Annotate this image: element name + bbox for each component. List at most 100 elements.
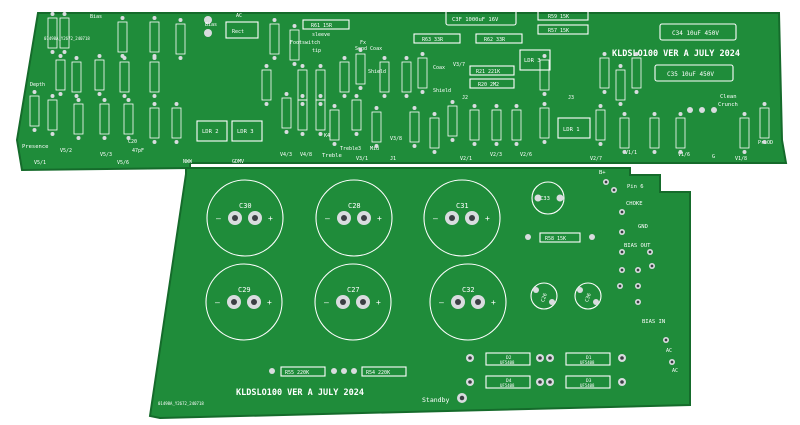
top-label: Rect [232,29,244,35]
top-label: V2/3 [490,152,502,158]
bottom-label: GND [638,224,648,230]
pad-hole [620,230,624,234]
big-cap-c32: C32 –+ [429,263,507,341]
bottom-resistor-r55: R55 220K [269,366,337,377]
resistor-outline [149,107,160,139]
pad [678,112,683,116]
pad [62,12,67,16]
polarity-plus: + [268,214,273,223]
resistor-outline [429,117,440,149]
pad [618,64,623,68]
top-label: V1/1 [625,150,637,156]
resistor-outline [123,103,134,135]
pad [450,100,455,104]
small-cap-c26: C26 [530,282,558,310]
pad [126,136,131,140]
top-label: V3/8 [390,136,402,142]
bottom-label: BIAS OUT [624,243,651,249]
pad [318,94,323,98]
resistor-outline [739,117,750,149]
pad-hole [620,356,624,360]
pad [300,132,305,136]
pad [382,94,387,98]
pad [178,18,183,22]
top-label: V5/2 [60,148,72,154]
top-label: V3/1 [356,156,368,162]
top-cap-label: C3F 1000uF 16V [452,17,499,23]
pad [332,104,337,108]
pad [742,150,747,154]
pad [58,54,63,58]
big-cap-pads: –+ [439,295,496,309]
pad [514,142,519,146]
top-ldr: LDR 1 [557,117,591,139]
top-ldr-label: LDR 3 [524,58,541,64]
big-cap-label: C28 [348,202,361,210]
pad-hole [612,188,616,192]
diode-label: D4 [506,378,512,384]
top-label: V3/7 [453,62,465,68]
diode-label: D2 [506,355,512,361]
top-label: NWW [183,159,193,165]
top-resistor-label: R61 15R [311,23,333,29]
pad [622,150,627,154]
pad [318,64,323,68]
pad [292,24,297,28]
bottom-board-code: 01498A_Y2672_240718 [158,401,204,406]
pad-hole [468,380,472,384]
pad [264,102,269,106]
pad [332,142,337,146]
pad-hole [455,299,461,305]
resistor-outline [351,99,362,131]
polarity-minus: – [216,214,221,223]
big-cap-c30: C30 –+ [206,179,284,257]
small-cap-c36: C36 [574,282,602,310]
diode-part: UF5408 [580,360,595,365]
pad-hole [620,210,624,214]
resistor-outline [73,103,84,135]
pad [300,64,305,68]
resistor-outline [119,61,130,93]
top-resistor-label: R59 15K [548,14,569,20]
pad-hole [469,215,475,221]
top-label: Mid [370,146,379,152]
pad [318,132,323,136]
pad-hole [231,299,237,305]
pad-hole [548,380,552,384]
top-resistor-r61: R61 15R [302,19,350,30]
pad [542,92,547,96]
resistor-outline [619,117,630,149]
pad [122,56,127,60]
top-board-title: KLDSLO100 VER A JULY 2024 [612,49,740,59]
polarity-minus: – [433,214,438,223]
polarity-plus: + [376,298,381,307]
resistor-outline [47,17,58,49]
pad [76,98,81,102]
pad [152,94,157,98]
pad [542,102,547,106]
pad-hole [449,215,455,221]
top-label: K4 [324,133,330,139]
top-label: V5/3 [100,152,112,158]
top-label: Shield [368,69,386,75]
top-cap-c34: C34 10uF 450V [659,23,737,41]
top-ldr-label: LDR 1 [563,127,580,133]
pad [762,102,767,106]
big-cap-label: C27 [347,286,360,294]
pad [300,102,305,106]
pad [354,132,359,136]
top-label: Presence [22,144,49,150]
top-resistor-label: R63 33R [422,37,444,43]
pad [32,128,37,132]
resistor-outline [149,21,160,53]
pad [152,56,157,60]
pad [102,136,107,140]
pad [76,136,81,140]
pad-hole [459,395,465,401]
top-trimmer [204,16,212,24]
resistor-outline [417,57,428,89]
top-label: C20 [128,139,137,145]
polarity-plus: + [267,298,272,307]
top-trimmer [699,107,705,113]
